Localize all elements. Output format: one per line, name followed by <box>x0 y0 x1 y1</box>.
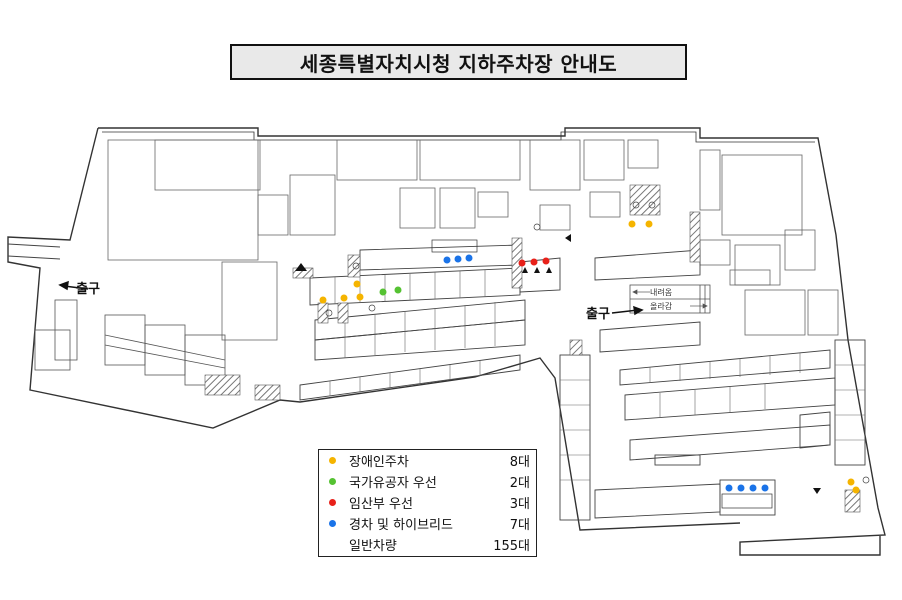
veteran-parking-dots <box>379 286 402 296</box>
disabled-dot <box>628 220 636 228</box>
left-parking-area <box>34 299 226 386</box>
parking-legend: 장애인주차 8대 국가유공자 우선 2대 임산부 우선 3대 경차 및 하이브리… <box>318 449 537 557</box>
compact-dot <box>761 484 769 492</box>
compact-dot <box>749 484 757 492</box>
pregnant-parking-dots <box>518 257 550 267</box>
legend-row-compact-hybrid: 경차 및 하이브리드 7대 <box>319 513 536 534</box>
legend-count: 8대 <box>509 455 530 470</box>
upper-left-rooms <box>107 139 839 341</box>
legend-count: 155대 <box>493 539 530 554</box>
legend-row-veteran: 국가유공자 우선 2대 <box>319 471 536 492</box>
pregnant-dot <box>518 259 526 267</box>
ramp-down-label: 내려옴 <box>650 288 673 297</box>
hatched-zone <box>204 374 241 396</box>
disabled-dot <box>356 293 364 301</box>
disabled-dot <box>645 220 653 228</box>
legend-label: 장애인주차 <box>349 455 409 470</box>
legend-label: 일반차량 <box>349 539 397 554</box>
compact-dot <box>443 256 451 264</box>
compact-dot <box>737 484 745 492</box>
legend-label: 경차 및 하이브리드 <box>349 518 453 533</box>
veteran-dot <box>394 286 402 294</box>
red-dot-icon <box>328 499 336 506</box>
right-parking-rows <box>559 339 866 521</box>
right-exit-label: 출구 <box>586 307 610 322</box>
legend-count: 3대 <box>509 497 530 512</box>
compact-hybrid-parking-dots <box>443 254 769 492</box>
stall-dividers <box>329 270 496 396</box>
legend-label: 임산부 우선 <box>349 497 413 512</box>
compact-dot <box>454 255 462 263</box>
disabled-dot <box>319 296 327 304</box>
disabled-parking-dots <box>319 220 860 494</box>
veteran-dot <box>379 288 387 296</box>
compact-dot <box>725 484 733 492</box>
left-exit-label: 출구 <box>76 282 100 297</box>
direction-markers <box>295 234 821 494</box>
legend-row-disabled: 장애인주차 8대 <box>319 450 536 471</box>
left-exit-road <box>7 243 61 260</box>
legend-label: 국가유공자 우선 <box>349 476 437 491</box>
yellow-dot-icon <box>328 457 336 464</box>
hatched-zones <box>254 184 861 513</box>
ramp-up-label: 올라감 <box>650 302 673 311</box>
legend-row-general: 일반차량 155대 <box>319 534 536 555</box>
compact-stall-blocks <box>431 239 773 509</box>
disabled-dot <box>353 280 361 288</box>
pregnant-dot <box>530 258 538 266</box>
pregnant-stall-arrows <box>522 267 552 273</box>
legend-count: 7대 <box>509 518 530 533</box>
building-outline <box>7 127 886 556</box>
legend-count: 2대 <box>509 476 530 491</box>
disabled-dot <box>852 486 860 494</box>
right-stall-dividers <box>560 353 865 481</box>
pregnant-dot <box>542 257 550 265</box>
exit-arrows <box>58 280 644 316</box>
disabled-dot <box>847 478 855 486</box>
green-dot-icon <box>328 478 336 485</box>
legend-row-pregnant: 임산부 우선 3대 <box>319 492 536 513</box>
blue-dot-icon <box>328 520 336 527</box>
ramp <box>629 284 711 314</box>
page-title: 세종특별자치시청 지하주차장 안내도 <box>230 44 687 80</box>
compact-dot <box>465 254 473 262</box>
ramp-lane-arrows <box>632 289 708 309</box>
accessible-stall-marks <box>325 201 870 484</box>
disabled-dot <box>340 294 348 302</box>
